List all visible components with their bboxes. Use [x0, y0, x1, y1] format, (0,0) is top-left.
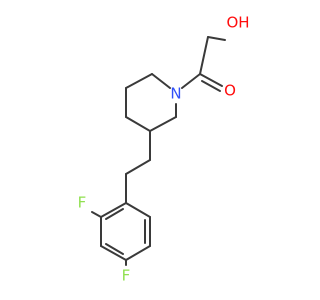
bond-c4-c5	[125, 116, 151, 132]
bond-co-double-1	[199, 73, 223, 87]
fluorine-ortho-label: F	[78, 194, 87, 212]
atom-labels: OH O N F F	[78, 14, 250, 285]
bond-n-c2	[151, 73, 171, 89]
oxygen-carbonyl-label: O	[224, 82, 236, 100]
bond-c5-c6	[149, 116, 177, 132]
bond-benzene-6	[125, 202, 151, 218]
bond-aromatic-inner-2	[105, 243, 124, 255]
bond-benzene-3	[100, 245, 127, 261]
bond-co-double-2	[201, 80, 221, 92]
bond-aromatic-inner-1	[105, 208, 124, 220]
nitrogen-label: N	[170, 85, 181, 103]
oxygen-hydroxyl-label: OH	[226, 14, 249, 32]
molecule-structure-diagram: OH O N F F	[78, 14, 250, 285]
bond-o-ch2	[207, 36, 226, 41]
bond-benzene-4	[125, 245, 151, 261]
fluorine-para-label: F	[122, 267, 131, 285]
bond-benzene-1	[100, 202, 127, 218]
bond-ch2-co	[199, 36, 209, 75]
bond-c2-c3	[125, 73, 153, 89]
bond-lines	[91, 36, 226, 266]
bond-c-f-ortho	[91, 211, 102, 218]
bond-ethyl-1-2	[125, 159, 151, 175]
bond-co-n	[181, 73, 201, 89]
